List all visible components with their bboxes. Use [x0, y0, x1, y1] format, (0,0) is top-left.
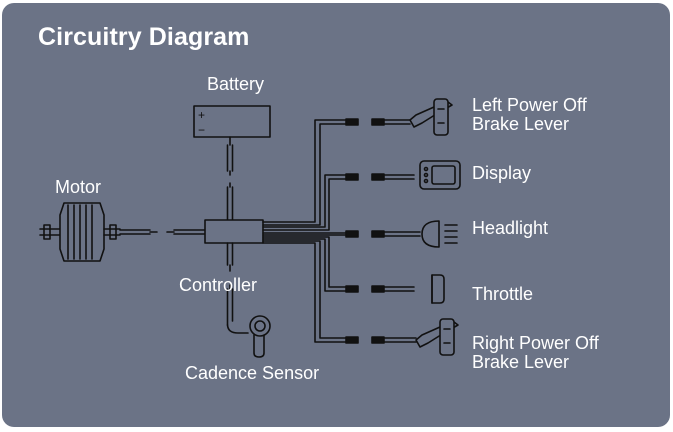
motor-icon — [39, 202, 121, 262]
cadence-sensor-cable — [226, 242, 249, 334]
battery-label: Battery — [207, 74, 265, 94]
right-brake-label: Right Power Off Brake Lever — [472, 334, 670, 372]
device-leads — [383, 119, 421, 343]
left-brake-label: Left Power Off Brake Lever — [472, 96, 670, 134]
brake-lever-icon — [409, 98, 453, 136]
right-brake-label-line1: Right Power Off — [472, 333, 599, 353]
display-icon — [419, 160, 461, 190]
throttle-label: Throttle — [472, 284, 534, 304]
motor-label: Motor — [55, 177, 102, 197]
battery-icon: + − — [193, 105, 271, 138]
left-brake-label-line2: Brake Lever — [472, 114, 570, 134]
cadence-sensor-icon — [249, 315, 271, 358]
headlight-icon — [421, 220, 458, 248]
display-label: Display — [472, 163, 532, 183]
wiring-harness — [262, 119, 347, 343]
left-brake-label-line1: Left Power Off — [472, 95, 587, 115]
motor-cable — [119, 229, 206, 235]
cadence-sensor-label: Cadence Sensor — [185, 363, 320, 383]
page-title: Circuitry Diagram — [38, 23, 250, 51]
brake-lever-icon — [415, 318, 459, 356]
circuit-diagram: + − — [39, 98, 461, 358]
controller-icon — [204, 219, 264, 244]
throttle-icon — [431, 274, 445, 304]
headlight-label: Headlight — [472, 218, 549, 238]
diagram-card: Circuitry Diagram + − — [2, 3, 670, 427]
battery-cable — [226, 136, 234, 222]
connectors — [345, 118, 385, 344]
battery-positive-terminal: + — [198, 108, 205, 122]
controller-label: Controller — [179, 275, 258, 295]
battery-negative-terminal: − — [198, 123, 205, 137]
right-brake-label-line2: Brake Lever — [472, 352, 570, 372]
